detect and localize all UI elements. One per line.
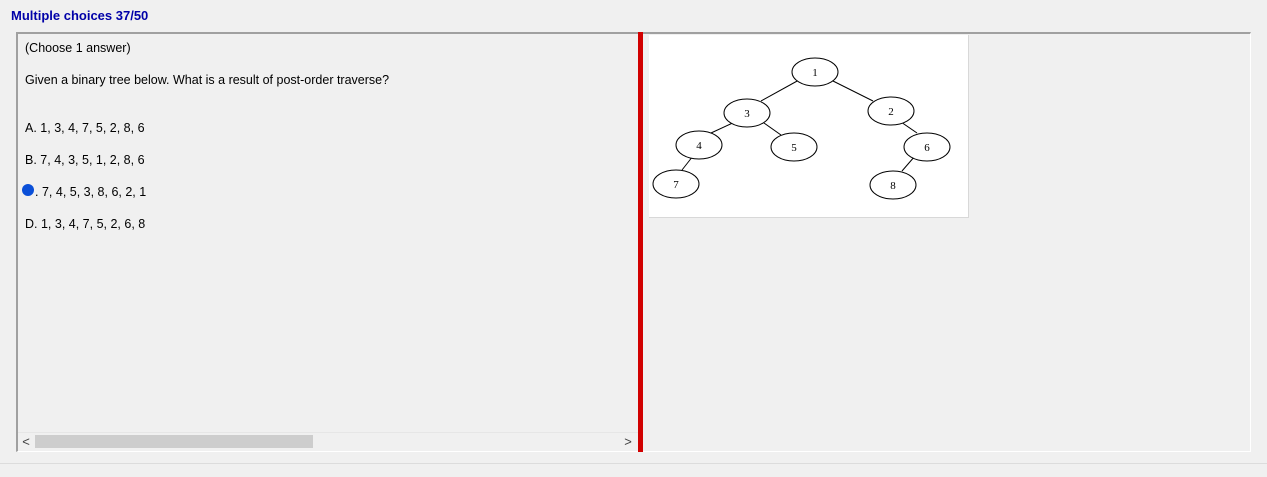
edge-2-6 bbox=[900, 121, 918, 134]
option-d-text: 1, 3, 4, 7, 5, 2, 6, 8 bbox=[40, 217, 146, 231]
edge-1-3 bbox=[760, 79, 800, 102]
tree-node-4 bbox=[675, 130, 723, 160]
option-d[interactable]: D. 1, 3, 4, 7, 5, 2, 6, 8 bbox=[25, 217, 145, 231]
question-instruction: (Choose 1 answer) bbox=[25, 41, 131, 55]
option-b-text: 7, 4, 3, 5, 1, 2, 8, 6 bbox=[40, 153, 145, 167]
tree-node-label-5: 5 bbox=[791, 142, 797, 154]
edge-1-2 bbox=[830, 79, 874, 102]
binary-tree-diagram: 1 2 3 4 5 6 7 8 bbox=[649, 35, 969, 218]
tree-node-label-4: 4 bbox=[696, 140, 702, 152]
option-c-letter: . bbox=[35, 185, 39, 199]
status-bar bbox=[0, 463, 1267, 477]
tree-node-label-7: 7 bbox=[673, 179, 679, 191]
option-a-letter: A. bbox=[25, 121, 37, 135]
tree-node-3 bbox=[723, 98, 771, 128]
edge-3-5 bbox=[763, 122, 782, 136]
tree-node-label-6: 6 bbox=[924, 142, 930, 154]
tree-node-label-1: 1 bbox=[812, 67, 818, 79]
scrollbar-thumb[interactable] bbox=[35, 435, 313, 448]
option-c[interactable]: . 7, 4, 5, 3, 8, 6, 2, 1 bbox=[35, 185, 146, 199]
scroll-left-icon[interactable]: < bbox=[22, 434, 30, 449]
tree-node-8 bbox=[869, 170, 917, 200]
selected-radio-icon[interactable] bbox=[22, 184, 34, 196]
pane-splitter[interactable] bbox=[638, 32, 643, 452]
horizontal-scrollbar[interactable]: < > bbox=[18, 432, 638, 450]
content-frame bbox=[16, 32, 1251, 452]
option-d-letter: D. bbox=[25, 217, 38, 231]
question-text: Given a binary tree below. What is a res… bbox=[25, 73, 390, 87]
option-a[interactable]: A. 1, 3, 4, 7, 5, 2, 8, 6 bbox=[25, 121, 145, 135]
binary-tree-svg: 1 2 3 4 5 6 7 8 bbox=[652, 57, 951, 200]
tree-node-1 bbox=[791, 57, 839, 87]
tree-node-label-8: 8 bbox=[890, 180, 896, 192]
tree-node-2 bbox=[867, 96, 915, 126]
tree-node-7 bbox=[652, 169, 700, 199]
tree-node-5 bbox=[770, 132, 818, 162]
option-b[interactable]: B. 7, 4, 3, 5, 1, 2, 8, 6 bbox=[25, 153, 145, 167]
page-title: Multiple choices 37/50 bbox=[11, 8, 149, 23]
scroll-right-icon[interactable]: > bbox=[624, 434, 632, 449]
tree-node-label-3: 3 bbox=[744, 108, 750, 120]
option-b-letter: B. bbox=[25, 153, 37, 167]
tree-node-6 bbox=[903, 132, 951, 162]
tree-node-label-2: 2 bbox=[888, 106, 894, 118]
question-pane: (Choose 1 answer) Given a binary tree be… bbox=[18, 34, 638, 450]
option-a-text: 1, 3, 4, 7, 5, 2, 8, 6 bbox=[40, 121, 145, 135]
option-c-text: 7, 4, 5, 3, 8, 6, 2, 1 bbox=[41, 185, 147, 199]
